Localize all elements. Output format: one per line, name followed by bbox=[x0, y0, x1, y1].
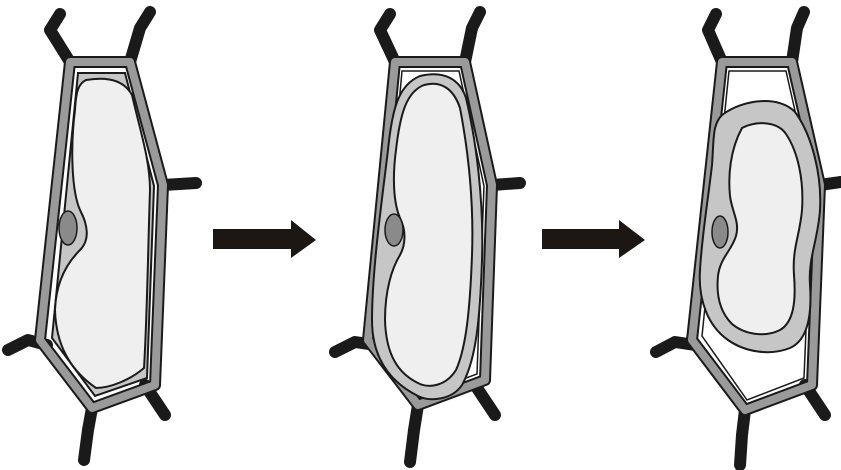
nucleus bbox=[712, 216, 728, 248]
cell-stage-3 bbox=[656, 12, 841, 465]
nucleus bbox=[59, 211, 77, 245]
cell-stage-2 bbox=[335, 12, 520, 462]
nucleus bbox=[385, 214, 403, 246]
arrow-icon bbox=[213, 220, 316, 258]
cell-stage-1 bbox=[8, 12, 196, 460]
arrow-icon bbox=[542, 220, 645, 258]
